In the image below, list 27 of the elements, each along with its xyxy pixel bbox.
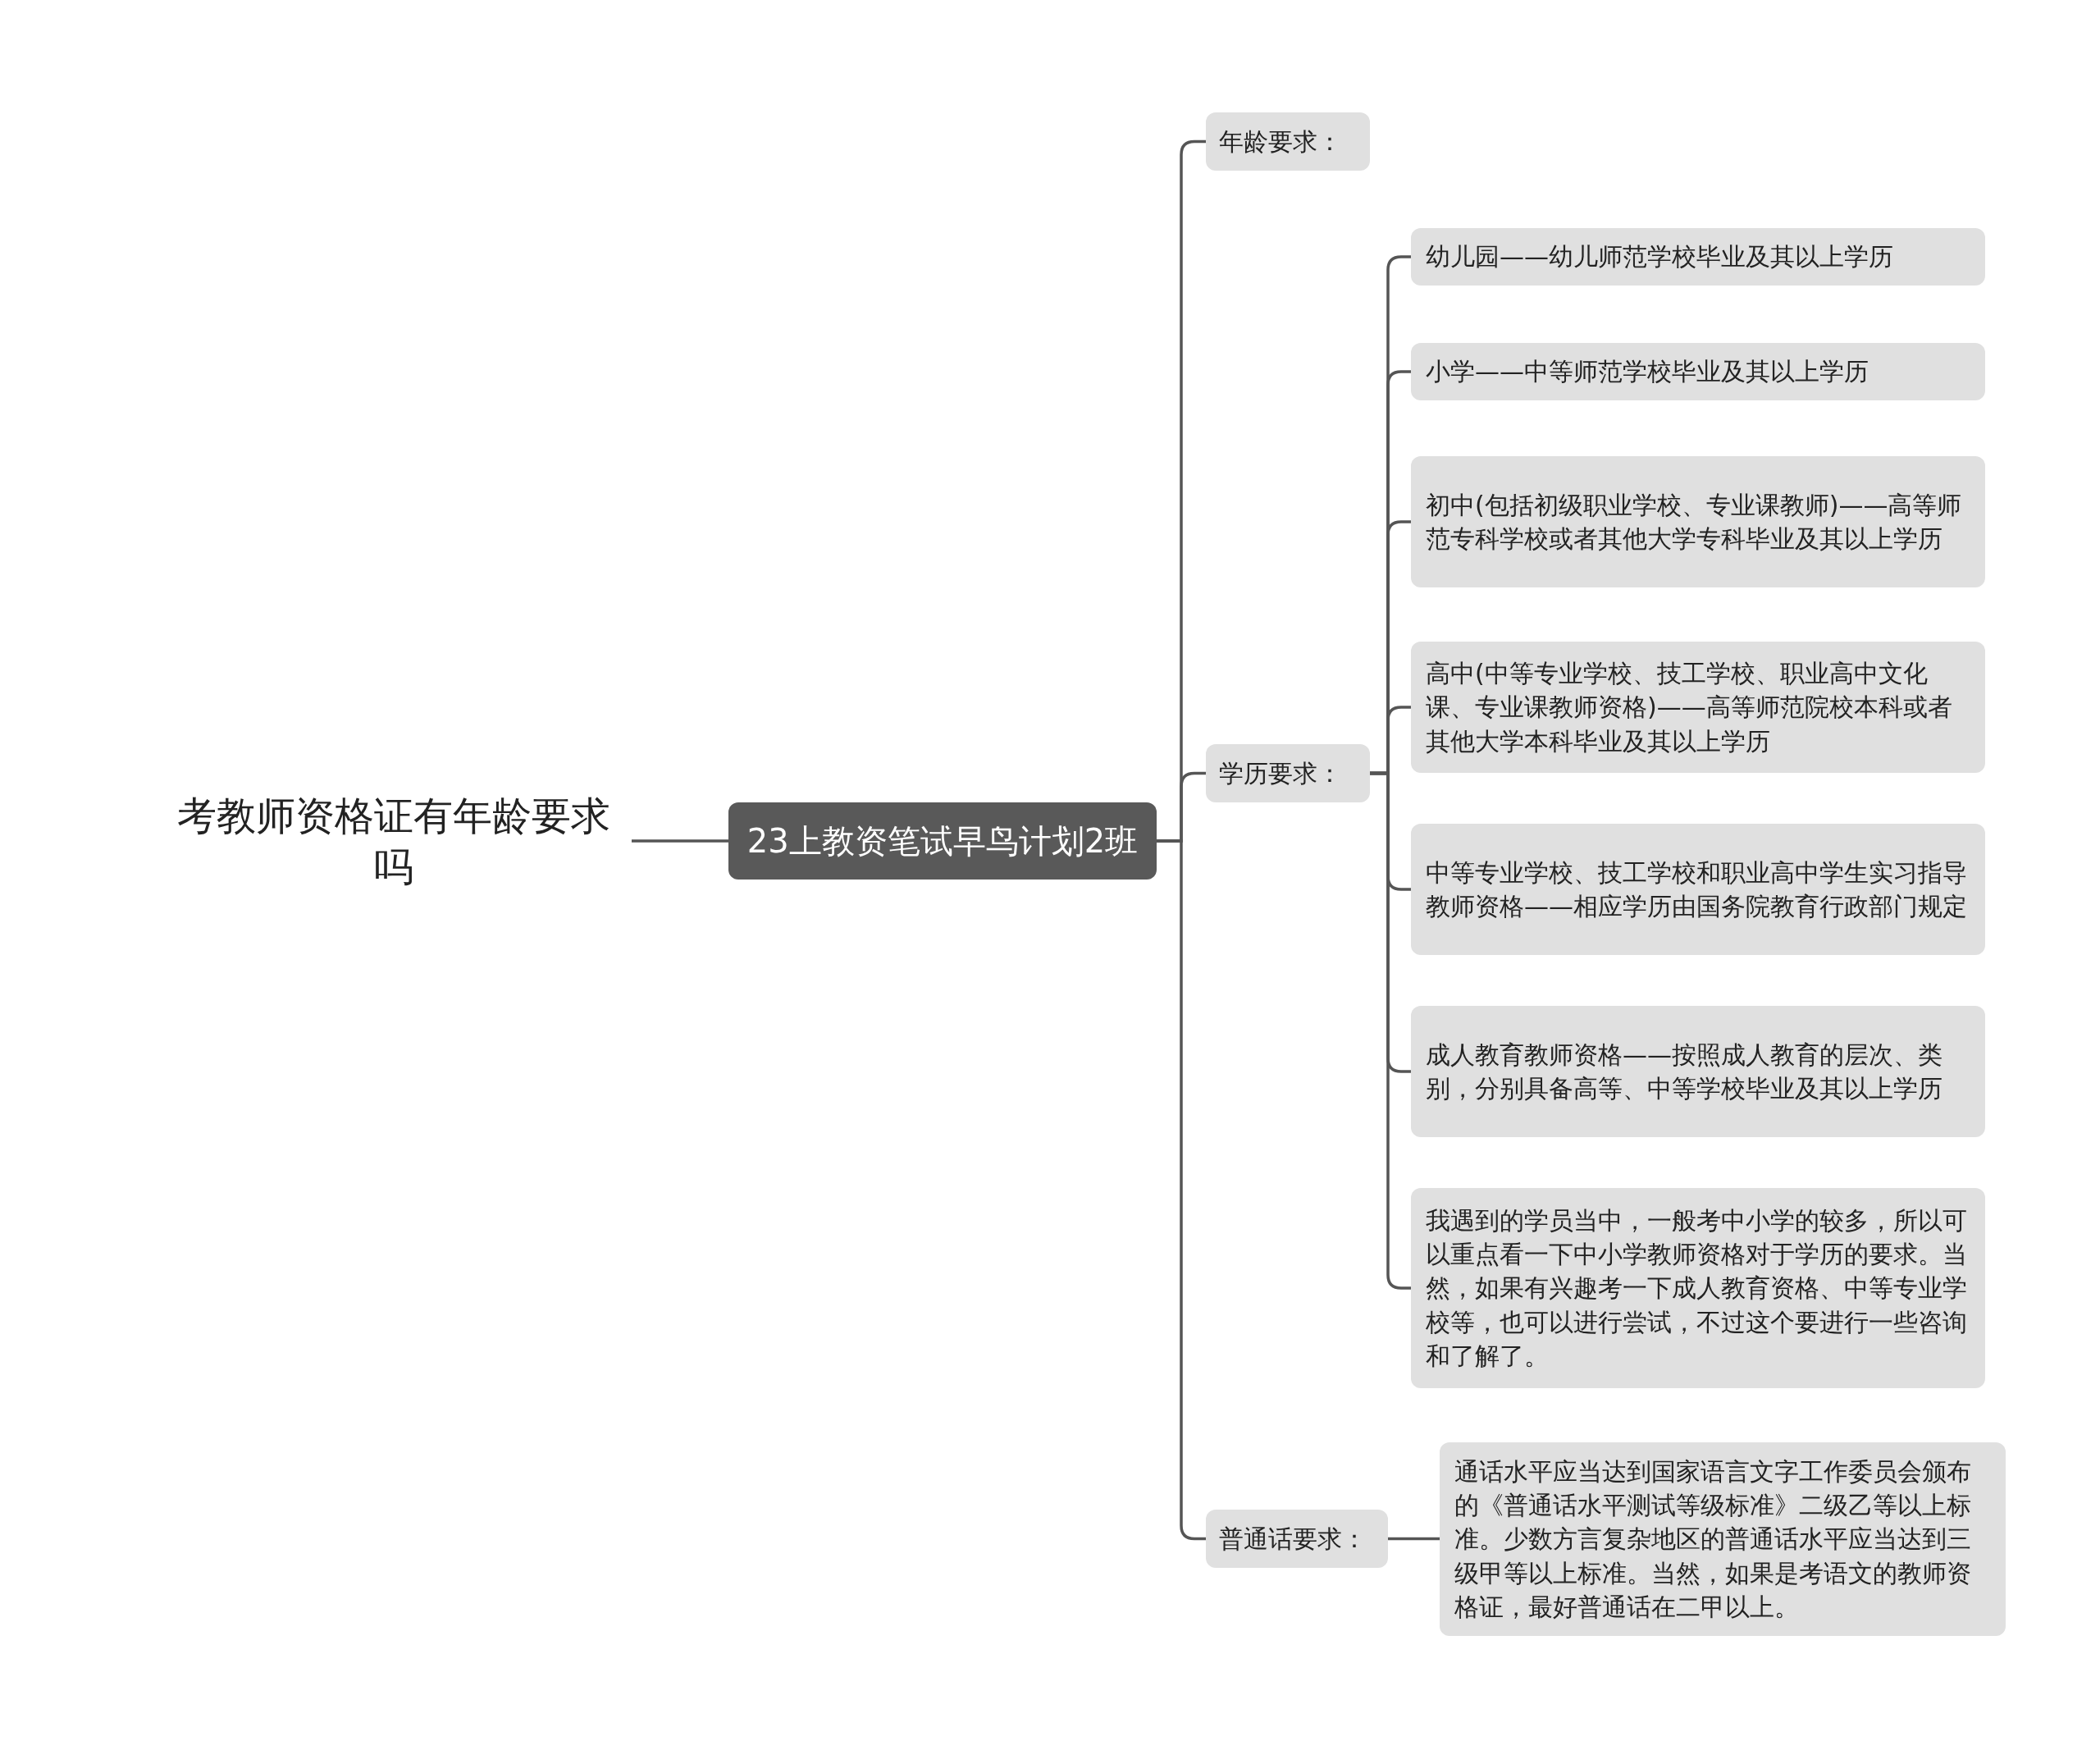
node-text: 考教师资格证有年龄要求吗 [176,791,611,891]
detail-box [1411,456,1985,587]
node-text: 通话水平应当达到国家语言文字工作委员会颁布的《普通话水平测试等级标准》二级乙等以上标准。少数方言复杂地区的普通话水平应当达到三级甲等以上标准。当然，如果是考语文的教师资格证，最好普通话在二甲以上。 [1454,1455,1972,1624]
node-text: 中等专业学校、技工学校和职业高中学生实习指导教师资格——相应学历由国务院教育行政部门规定 [1426,857,1968,922]
connector-line [632,839,728,843]
detail-box [1440,1442,2006,1636]
detail-box [1411,228,1985,286]
node-text: 学历要求： [1219,758,1342,789]
node-text: 23上教资笔试早鸟计划2班 [746,821,1139,861]
topic-box [1206,112,1370,171]
node-text: 高中(中等专业学校、技工学校、职业高中文化课、专业课教师资格)——高等师范院校本科或者其他大学本科毕业及其以上学历 [1426,657,1953,757]
node-text: 普通话要求： [1219,1524,1367,1555]
detail-box [1411,1188,1985,1388]
detail-box [1411,343,1985,400]
node-text: 初中(包括初级职业学校、专业课教师)——高等师范专科学校或者其他大学专科毕业及其以上学历 [1426,489,1963,555]
detail-box [1411,1006,1985,1137]
topic-box [1206,1510,1388,1568]
detail-box [1411,642,1985,773]
node-text: 成人教育教师资格——按照成人教育的层次、类别，分别具备高等、中等学校毕业及其以上学历 [1426,1039,1943,1104]
main-node [728,802,1157,880]
detail-box [1411,824,1985,955]
connector-line [1388,1537,1440,1541]
node-text: 年龄要求： [1219,126,1342,158]
node-text: 我遇到的学员当中，一般考中小学的较多，所以可以重点看一下中小学教师资格对于学历的要求。当然，如果有兴趣考一下成人教育资格、中等专业学校等，也可以进行尝试，不过这个要进行一些咨询和了解了。 [1426,1204,1968,1373]
node-text: 幼儿园——幼儿师范学校毕业及其以上学历 [1426,241,1893,273]
topic-box [1206,744,1370,802]
node-text: 小学——中等师范学校毕业及其以上学历 [1426,356,1869,388]
